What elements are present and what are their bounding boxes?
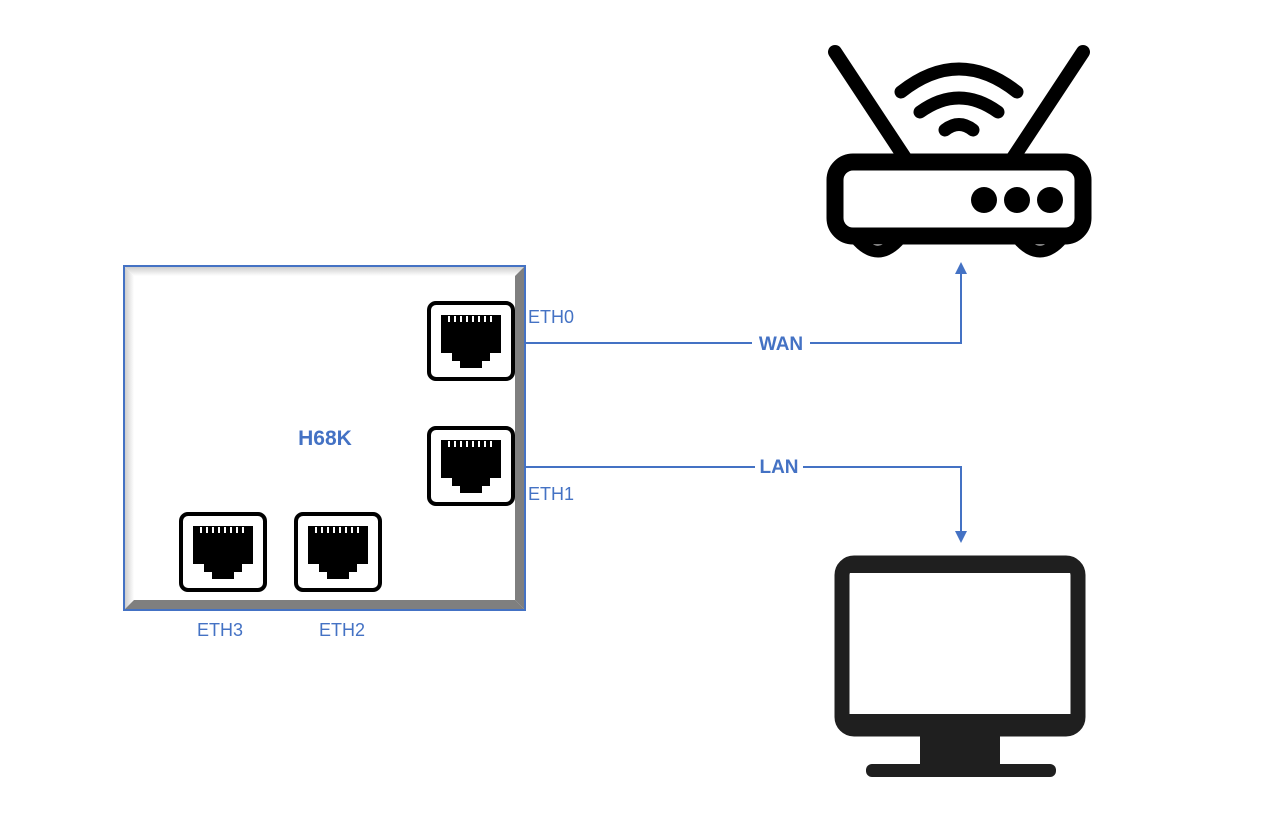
lan-connection-line — [525, 466, 967, 543]
port-label-eth0: ETH0 — [528, 307, 574, 327]
monitor-icon — [834, 555, 1086, 777]
port-label-eth3: ETH3 — [197, 620, 243, 640]
ethernet-port-icon — [427, 301, 515, 381]
lan-label: LAN — [759, 457, 798, 478]
device-name: H68K — [298, 427, 352, 450]
wan-label: WAN — [759, 334, 803, 355]
port-label-eth1: ETH1 — [528, 484, 574, 504]
ethernet-port-icon — [427, 426, 515, 506]
ethernet-port-icon — [294, 512, 382, 592]
wan-connection-line — [525, 262, 967, 344]
port-label-eth2: ETH2 — [319, 620, 365, 640]
router-icon — [826, 45, 1092, 258]
ethernet-port-icon — [179, 512, 267, 592]
